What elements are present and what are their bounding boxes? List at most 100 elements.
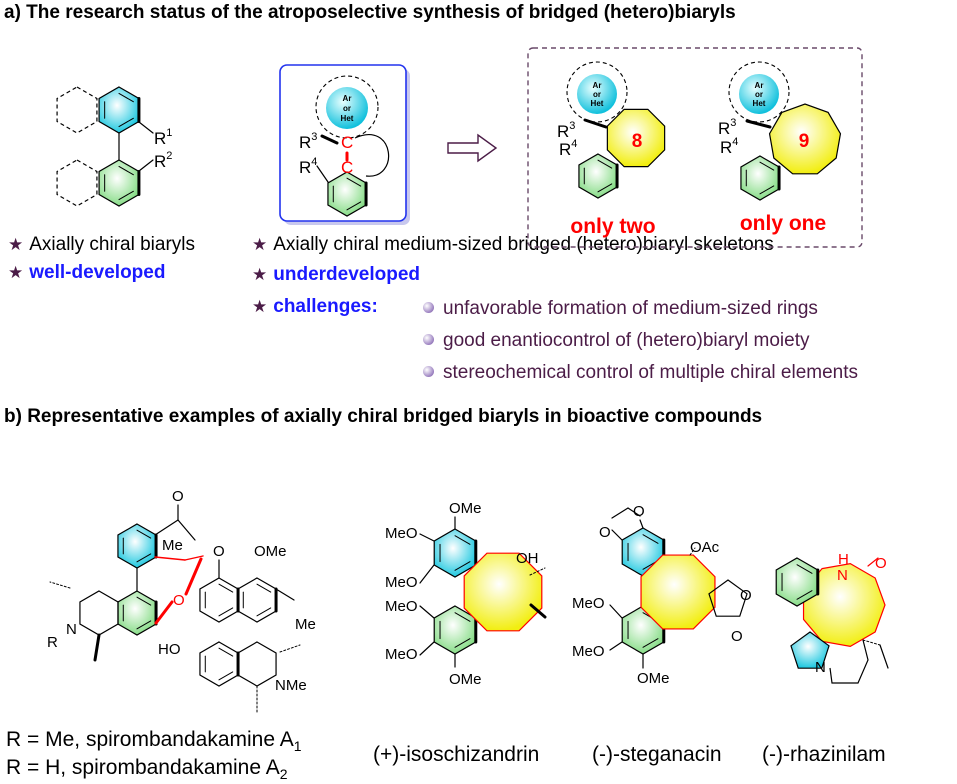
caption-steganacin: (-)-steganacin [592,743,722,766]
wedge-bond [93,633,101,662]
bond [275,588,295,601]
hashed-bond [279,644,301,653]
double-bond [136,529,152,539]
dashed-ring-outline [315,75,379,139]
bond [154,519,179,536]
hashed-bond [862,639,881,646]
caption-text: R = Me, spirombandakamine A [6,728,294,751]
bullet-text: Axially chiral medium-sized bridged (het… [273,234,774,255]
double-bond [218,671,234,681]
double-bond [136,553,152,563]
atom-o: O [875,555,887,572]
bond [419,564,435,584]
challenge-text: good enantiocontrol of (hetero)biaryl mo… [443,330,810,351]
or-label: or [593,90,601,99]
status-underdeveloped: underdeveloped [273,264,420,285]
bond [627,507,641,517]
atom-nme: NMe [275,677,307,694]
bond [609,641,623,651]
atom-n: N [66,621,77,638]
bond [419,641,435,656]
bond [419,533,435,542]
bold-bond [583,118,608,129]
bridge-arc [354,134,390,177]
ar-label: Ar [755,81,764,90]
double-bond [454,638,471,648]
double-bond [118,117,134,128]
lactone-ring [708,579,748,617]
dashed-ring-outline [566,61,628,123]
atom-meo: MeO [385,646,418,663]
double-bond [118,165,134,176]
ar-label: Ar [343,94,352,103]
caption-rhazinilam: (-)-rhazinilam [762,743,886,766]
eight-membered-ring [463,552,543,632]
red-bond [154,600,174,625]
bond [419,605,435,619]
label-r4: R4 [559,138,577,159]
double-bond [597,183,613,193]
atom-o: O [740,587,752,604]
caption-only-one: only one [740,212,826,235]
atom-meo: MeO [572,643,605,660]
star-icon: ★ [8,235,24,254]
star-icon: ★ [252,235,268,254]
double-bond [118,190,134,201]
label-r4: R4 [720,136,738,157]
atom-r: R [47,634,58,651]
bold-bond [320,134,339,145]
red-bond [184,557,203,596]
caption-only-two: only two [570,215,655,238]
het-label: Het [753,99,766,108]
ar-label: Ar [593,81,602,90]
aryl-heteroaryl-sphere [739,74,779,114]
double-bond [642,534,659,544]
double-bond [218,607,234,617]
label-r2: R2 [154,150,172,171]
star-icon: ★ [252,265,268,284]
caption-text: R = H, spirombandakamine A [6,756,280,779]
label-r3: R3 [557,120,575,141]
panel-b-title: b) Representative examples of axially ch… [4,406,763,427]
hashed-bond [529,567,546,576]
atom-oac: OAc [690,539,720,556]
eight-membered-ring [606,108,666,168]
bullet-text: Axially chiral biaryls [29,234,196,255]
sphere-icon [423,334,434,345]
bullet-right-2: ★ underdeveloped [252,264,420,286]
wedge-bond [529,603,547,619]
dashed-ring-outline [728,61,790,123]
atom-meo: MeO [385,574,418,591]
atom-o-ketone: O [172,488,184,505]
atom-n-amide: N [837,567,848,584]
aryl-heteroaryl-sphere [326,87,368,129]
double-bond [454,561,471,571]
piperidine-ring [829,639,869,684]
or-label: or [755,90,763,99]
red-bond [184,555,204,561]
atom-n-pyrrole: N [815,659,826,676]
bullet-right-1: ★ Axially chiral medium-sized bridged (he… [252,234,774,256]
double-bond [759,185,775,195]
het-label: Het [341,114,354,123]
double-bond [796,590,813,600]
nine-membered-ring [768,103,842,175]
nine-membered-ring [802,563,886,647]
double-bond [256,583,272,593]
ring-size-8: 8 [632,131,643,152]
atom-oh: OH [516,550,539,567]
caption-sub: 1 [293,738,302,755]
atom-meo: MeO [572,595,605,612]
examples-dashed-box [527,47,863,248]
bond [316,165,329,183]
double-bond [642,638,659,648]
double-bond [218,647,234,657]
atom-ome: OMe [254,543,287,560]
bond [138,159,154,172]
atom-ome: OMe [449,671,482,688]
double-bond [796,564,813,574]
atom-meo: MeO [385,598,418,615]
atom-o: O [731,628,743,645]
or-label: or [343,104,351,113]
